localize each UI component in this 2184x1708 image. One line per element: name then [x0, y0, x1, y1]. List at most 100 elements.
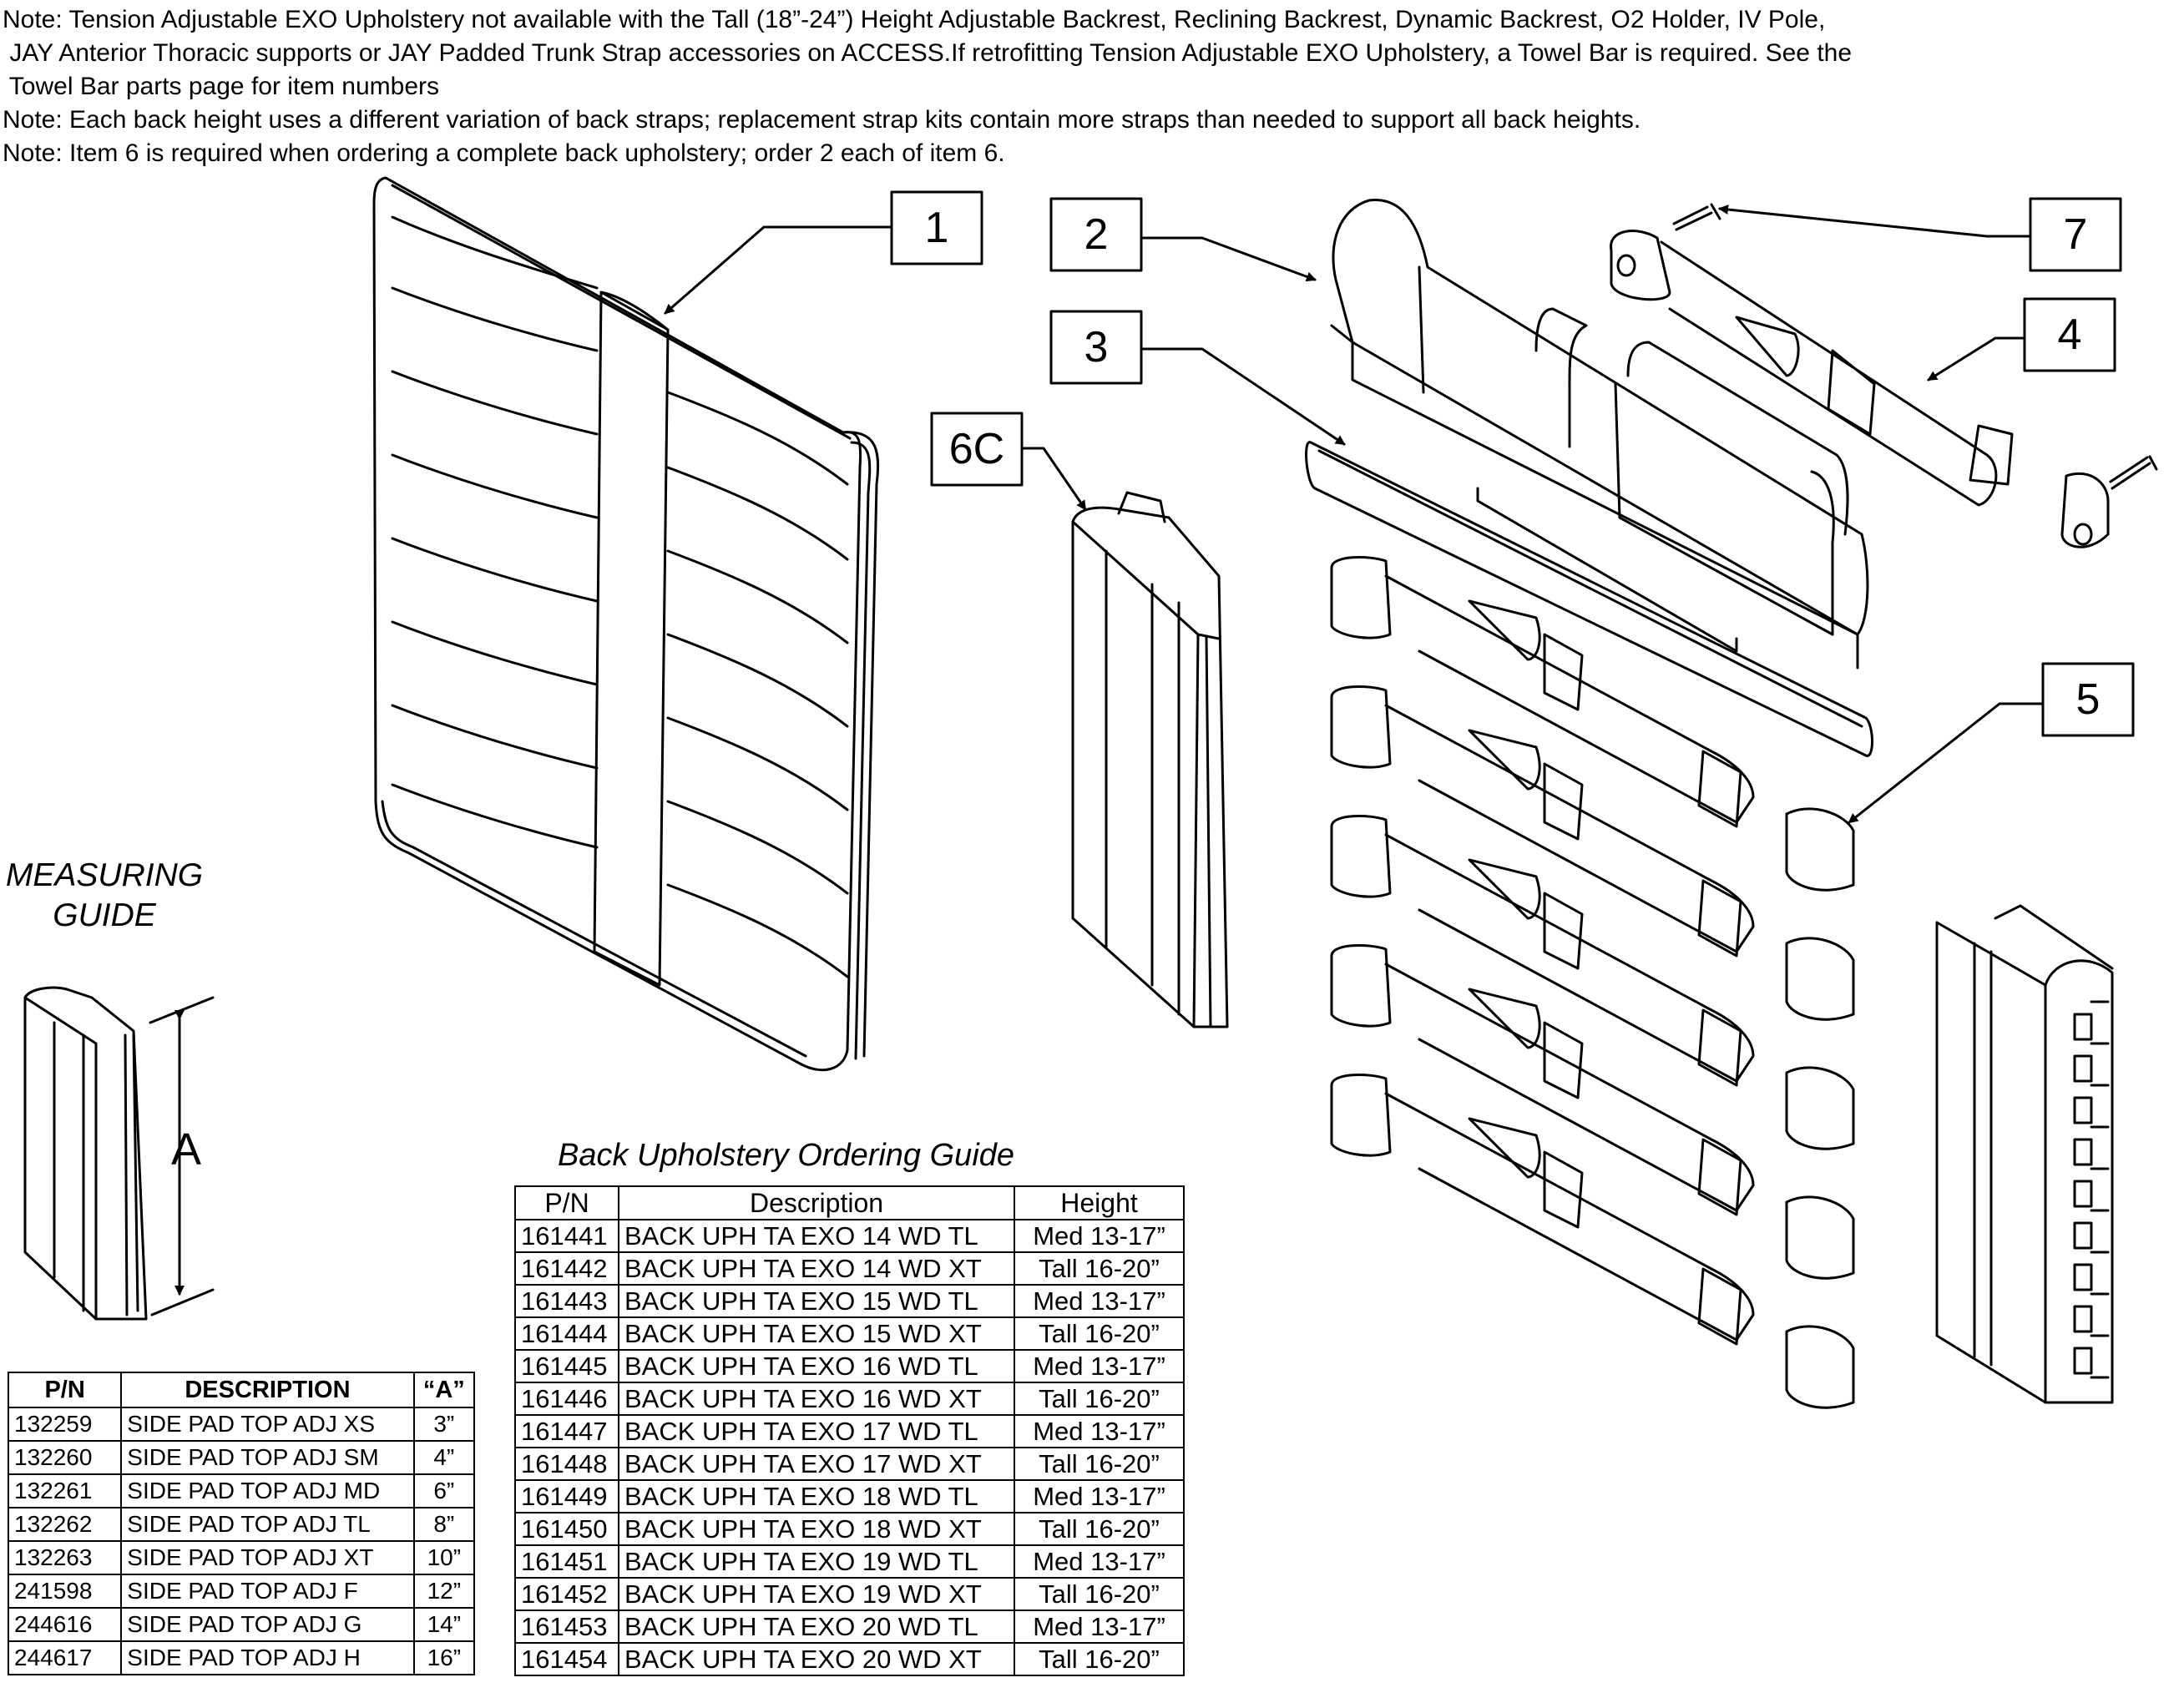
description-cell: BACK UPH TA EXO 19 WD TL: [618, 1544, 1015, 1579]
description-cell: BACK UPH TA EXO 20 WD XT: [618, 1642, 1015, 1676]
pn-cell: 132263: [7, 1540, 123, 1575]
description-cell: BACK UPH TA EXO 14 WD XT: [618, 1251, 1015, 1286]
pn-cell: 161453: [514, 1609, 619, 1644]
back-strap-5: [1330, 1073, 1855, 1409]
description-cell: SIDE PAD TOP ADJ H: [120, 1640, 415, 1675]
description-cell: BACK UPH TA EXO 17 WD XT: [618, 1447, 1015, 1481]
pn-cell: 132261: [7, 1473, 123, 1508]
callout-7: 7: [2064, 210, 2088, 259]
a-cell: 6”: [412, 1473, 476, 1508]
pn-cell: 161446: [514, 1382, 619, 1416]
height-cell: Med 13-17”: [1014, 1219, 1185, 1253]
description-cell: BACK UPH TA EXO 16 WD XT: [618, 1382, 1015, 1416]
height-cell: Tall 16-20”: [1014, 1382, 1185, 1416]
height-cell: Med 13-17”: [1014, 1544, 1185, 1579]
height-cell: Tall 16-20”: [1014, 1512, 1185, 1546]
description-cell: BACK UPH TA EXO 18 WD TL: [618, 1479, 1015, 1513]
a-cell: 4”: [412, 1440, 476, 1475]
description-cell: BACK UPH TA EXO 16 WD TL: [618, 1349, 1015, 1383]
header-a: “A”: [412, 1372, 476, 1408]
back-table-header: P/N Description Height: [514, 1185, 1185, 1220]
a-cell: 16”: [412, 1640, 476, 1675]
note-line-2: JAY Anterior Thoracic supports or JAY Pa…: [3, 39, 1853, 67]
pn-cell: 161441: [514, 1219, 619, 1253]
pn-cell: 132262: [7, 1507, 123, 1542]
side-pad-rear-drawing: [1935, 904, 2114, 1404]
pn-cell: 244616: [7, 1607, 123, 1642]
callout-2: 2: [1084, 210, 1109, 259]
pn-cell: 241598: [7, 1574, 123, 1609]
pn-cell: 161443: [514, 1284, 619, 1318]
callout-4: 4: [2058, 311, 2082, 359]
description-cell: SIDE PAD TOP ADJ TL: [120, 1507, 415, 1542]
description-cell: SIDE PAD TOP ADJ SM: [120, 1440, 415, 1475]
pn-cell: 161445: [514, 1349, 619, 1383]
description-cell: SIDE PAD TOP ADJ G: [120, 1607, 415, 1642]
pn-cell: 161442: [514, 1251, 619, 1286]
measuring-guide-title: MEASURING GUIDE: [0, 856, 209, 936]
height-cell: Tall 16-20”: [1014, 1251, 1185, 1286]
stiffener-bars-drawing: [1305, 441, 1873, 757]
side-pad-6c-drawing: [1071, 491, 1229, 1028]
height-cell: Med 13-17”: [1014, 1609, 1185, 1644]
measuring-guide-side-pad-drawing: [23, 986, 215, 1321]
top-strap-drawing: [1610, 203, 2158, 548]
description-cell: SIDE PAD TOP ADJ XS: [120, 1407, 415, 1442]
height-cell: Med 13-17”: [1014, 1479, 1185, 1513]
description-cell: BACK UPH TA EXO 19 WD XT: [618, 1577, 1015, 1611]
a-cell: 12”: [412, 1574, 476, 1609]
height-cell: Tall 16-20”: [1014, 1577, 1185, 1611]
pn-cell: 132259: [7, 1407, 123, 1442]
back-strap-4: [1330, 943, 1855, 1280]
note-line-5: Note: Item 6 is required when ordering a…: [3, 139, 1005, 167]
a-cell: 3”: [412, 1407, 476, 1442]
callout-6c: 6C: [949, 425, 1004, 473]
header-description: DESCRIPTION: [120, 1372, 415, 1408]
pn-cell: 161449: [514, 1479, 619, 1513]
pn-cell: 161444: [514, 1316, 619, 1351]
description-cell: SIDE PAD TOP ADJ MD: [120, 1473, 415, 1508]
height-cell: Med 13-17”: [1014, 1284, 1185, 1318]
back-strap-1: [1330, 555, 1855, 892]
back-upholstery-panel-drawing: [372, 176, 880, 1072]
height-cell: Med 13-17”: [1014, 1349, 1185, 1383]
pn-cell: 161447: [514, 1414, 619, 1448]
pn-cell: 161448: [514, 1447, 619, 1481]
description-cell: BACK UPH TA EXO 15 WD TL: [618, 1284, 1015, 1318]
back-straps-drawing: [1330, 555, 1855, 1409]
a-cell: 10”: [412, 1540, 476, 1575]
pn-cell: 161451: [514, 1544, 619, 1579]
notes-block: Note: Tension Adjustable EXO Upholstery …: [3, 3, 2173, 170]
height-cell: Tall 16-20”: [1014, 1447, 1185, 1481]
callout-1: 1: [925, 204, 949, 252]
note-line-1: Note: Tension Adjustable EXO Upholstery …: [3, 6, 1826, 33]
pn-cell: 161450: [514, 1512, 619, 1546]
description-cell: SIDE PAD TOP ADJ F: [120, 1574, 415, 1609]
measuring-guide-title-line1: MEASURING: [5, 857, 204, 893]
header-pn: P/N: [514, 1185, 619, 1220]
callouts: 1 2 3 6C 7 4 5: [664, 190, 2135, 824]
pn-cell: 161452: [514, 1577, 619, 1611]
description-cell: BACK UPH TA EXO 17 WD TL: [618, 1414, 1015, 1448]
side-pad-table-header: P/N DESCRIPTION “A”: [7, 1372, 476, 1408]
pn-cell: 161454: [514, 1642, 619, 1676]
height-cell: Tall 16-20”: [1014, 1316, 1185, 1351]
back-table-title: Back Upholstery Ordering Guide: [558, 1138, 1015, 1173]
back-strap-3: [1330, 814, 1855, 1150]
description-cell: BACK UPH TA EXO 15 WD XT: [618, 1316, 1015, 1351]
